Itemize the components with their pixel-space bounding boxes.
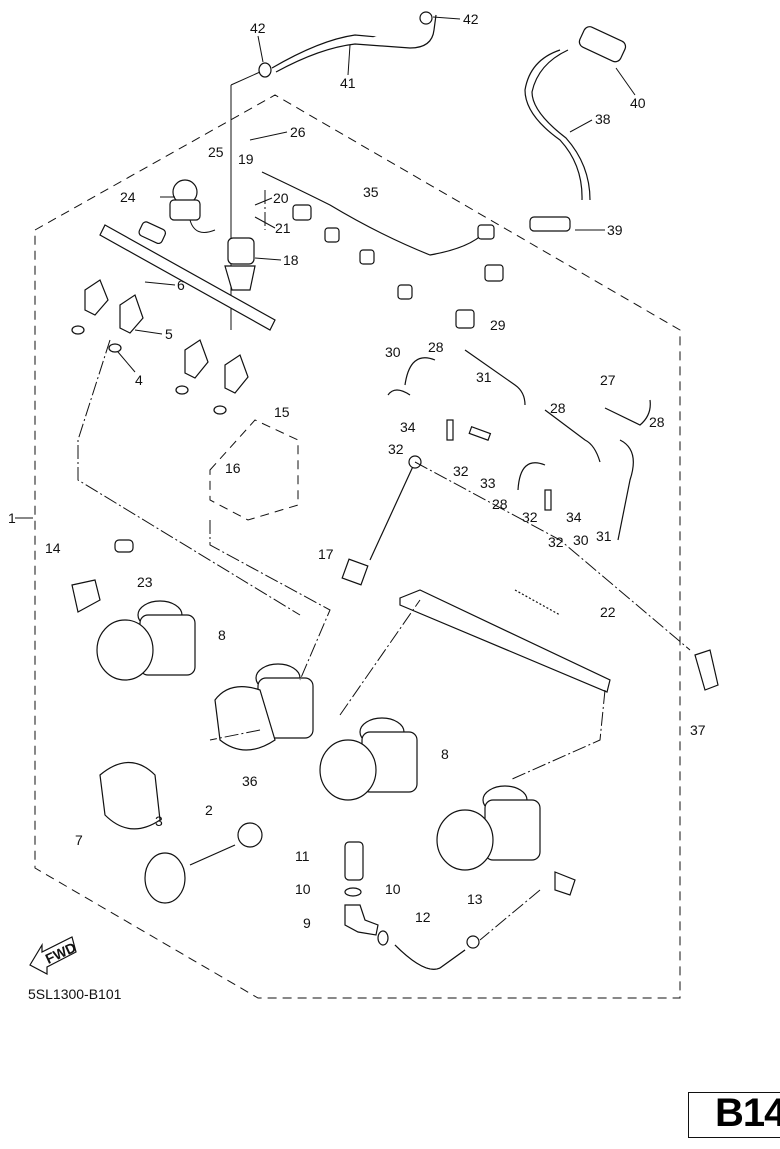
hose-41	[271, 14, 437, 73]
callout-13: 13	[467, 891, 483, 907]
callout-4: 4	[135, 372, 143, 388]
callout-ticks	[117, 16, 636, 373]
clip-42b	[419, 11, 433, 25]
callout-34b: 34	[566, 509, 582, 525]
callout-15: 15	[274, 404, 290, 420]
callout-28c: 28	[649, 414, 665, 430]
clip-39	[529, 216, 571, 232]
injectors-5	[71, 279, 249, 415]
callout-39: 39	[607, 222, 623, 238]
vacuum-hoses	[387, 349, 651, 541]
detail-box-15	[209, 419, 299, 521]
callout-2: 2	[205, 802, 213, 818]
callout-28b: 28	[550, 400, 566, 416]
link-bar	[399, 589, 611, 693]
callout-labels: 1 2 3 4 5 6 7 8 8 9 10 10 11 12 13 14 15…	[8, 11, 706, 931]
callout-14: 14	[45, 540, 61, 556]
throttle-body-2	[214, 663, 314, 751]
shaft-2	[189, 844, 236, 866]
svg-text:FWD: FWD	[43, 939, 79, 967]
callout-30b: 30	[573, 532, 589, 548]
callout-10b: 10	[385, 881, 401, 897]
cap-3	[144, 852, 186, 904]
callout-24: 24	[120, 189, 136, 205]
callout-23: 23	[137, 574, 153, 590]
callout-12: 12	[415, 909, 431, 925]
callout-29: 29	[490, 317, 506, 333]
callout-32b: 32	[453, 463, 469, 479]
callout-42b: 42	[463, 11, 479, 27]
callout-1: 1	[8, 510, 16, 526]
callout-6: 6	[177, 277, 185, 293]
callout-20: 20	[273, 190, 289, 206]
callout-10a: 10	[295, 881, 311, 897]
callout-38: 38	[595, 111, 611, 127]
clip-42a	[258, 62, 272, 78]
harness-connectors	[292, 204, 504, 329]
callout-8a: 8	[218, 627, 226, 643]
callout-27: 27	[600, 372, 616, 388]
spring-22	[514, 589, 561, 616]
cover	[99, 762, 161, 830]
throttle-body-1	[96, 600, 196, 681]
callout-37: 37	[690, 722, 706, 738]
callout-28d: 28	[492, 496, 508, 512]
drawing-code: 5SL1300-B101	[28, 986, 122, 1002]
elbow-fitting	[554, 871, 576, 896]
pressure-regulator-24	[169, 179, 216, 233]
callout-30a: 30	[385, 344, 401, 360]
callout-41: 41	[340, 75, 356, 91]
fitting-9	[344, 904, 379, 936]
callout-28a: 28	[428, 339, 444, 355]
callout-31a: 31	[476, 369, 492, 385]
callout-36: 36	[242, 773, 258, 789]
callout-32a: 32	[388, 441, 404, 457]
callout-21: 21	[275, 220, 291, 236]
seal-36	[237, 822, 263, 848]
callout-5: 5	[165, 326, 173, 342]
sensor-23	[71, 579, 101, 613]
fwd-arrow-icon: FWD	[29, 936, 79, 975]
callout-9: 9	[303, 915, 311, 931]
callout-3: 3	[155, 813, 163, 829]
leader-lines	[15, 190, 691, 941]
callout-8b: 8	[441, 746, 449, 762]
callout-19: 19	[238, 151, 254, 167]
callout-11: 11	[295, 848, 310, 864]
callout-40: 40	[630, 95, 646, 111]
sensor-18	[224, 237, 256, 291]
arm-37	[694, 649, 719, 691]
throttle-body-3	[319, 717, 418, 801]
callout-7: 7	[75, 832, 83, 848]
callout-17: 17	[318, 546, 334, 562]
pipe-11	[344, 841, 364, 881]
callout-31b: 31	[596, 528, 612, 544]
page-label-box: B14	[688, 1091, 780, 1138]
throttle-body-4	[436, 785, 541, 871]
wire-harness-35	[261, 171, 486, 256]
fuel-rail	[99, 221, 276, 331]
callout-32c: 32	[522, 509, 538, 525]
callout-32d: 32	[548, 534, 564, 550]
page-label: B14	[715, 1091, 780, 1135]
callout-42a: 42	[250, 20, 266, 36]
callout-25: 25	[208, 144, 224, 160]
callout-18: 18	[283, 252, 299, 268]
clamp-13	[466, 935, 480, 949]
callout-22: 22	[600, 604, 616, 620]
clamp-40	[578, 26, 627, 63]
callout-33: 33	[480, 475, 496, 491]
callout-35: 35	[363, 184, 379, 200]
throttle-rod	[369, 461, 416, 561]
callout-34a: 34	[400, 419, 416, 435]
oring-10b	[377, 930, 389, 946]
callout-26: 26	[290, 124, 306, 140]
assembly-boundary	[34, 94, 681, 999]
oring-10a	[344, 887, 362, 897]
callout-16: 16	[225, 460, 241, 476]
